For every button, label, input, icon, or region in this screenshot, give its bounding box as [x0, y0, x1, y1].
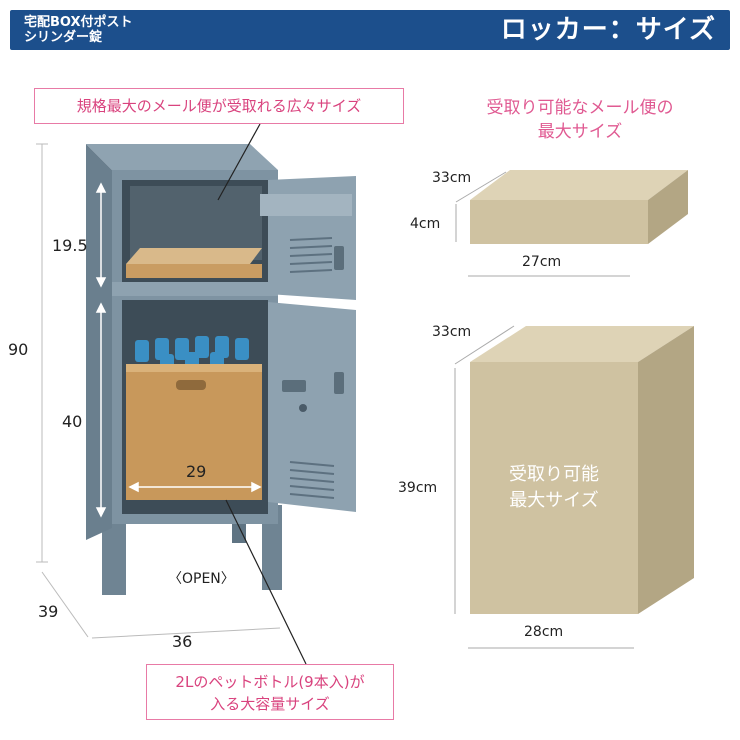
bottom-callout-line2: 入る大容量サイズ [210, 695, 330, 713]
inner-width-label: 29 [186, 462, 207, 481]
mail-height-label: 4cm [410, 216, 441, 232]
parcel-box-label-line2: 最大サイズ [509, 490, 599, 511]
parcel-box-label-line1: 受取り可能 [509, 464, 599, 485]
dimension-guides [36, 143, 281, 639]
open-label: 〈OPEN〉 [168, 571, 235, 587]
width-label: 36 [172, 632, 193, 651]
parcel-box-dimension-lines [454, 325, 634, 649]
mail-size-title: 受取り可能なメール便の 最大サイズ [430, 96, 730, 144]
upper-height-label: 19.5 [52, 236, 88, 255]
depth-label: 39 [38, 602, 59, 621]
mail-size-box [470, 170, 688, 244]
lower-height-label: 40 [62, 412, 83, 431]
mail-depth-label: 33cm [432, 170, 472, 186]
bottom-callout-line1: 2Lのペットボトル(9本入)が [175, 673, 365, 691]
callout-leaders [217, 123, 307, 665]
page-title: ロッカー：サイズ [500, 15, 716, 45]
parcel-width-label: 28cm [524, 624, 564, 640]
bottom-callout: 2Lのペットボトル(9本入)が 入る大容量サイズ [146, 664, 394, 720]
parcel-depth-label: 33cm [432, 324, 472, 340]
top-callout-text: 規格最大のメール便が受取れる広々サイズ [76, 97, 362, 115]
mail-width-label: 27cm [522, 254, 562, 270]
top-callout: 規格最大のメール便が受取れる広々サイズ [34, 88, 404, 124]
mail-size-title-line1: 受取り可能なメール便の [486, 98, 674, 118]
product-name-line1: 宅配BOX付ポスト [24, 15, 133, 30]
locker-cabinet [86, 144, 356, 595]
parcel-height-label: 39cm [398, 480, 438, 496]
header-bar: 宅配BOX付ポスト シリンダー錠 ロッカー：サイズ [10, 10, 730, 50]
parcel-box-label: 受取り可能 最大サイズ [470, 462, 638, 514]
parcel-size-box [470, 326, 694, 614]
mail-box-dimension-lines [455, 171, 630, 277]
product-name-line2: シリンダー錠 [24, 30, 103, 45]
mail-size-title-line2: 最大サイズ [537, 122, 623, 142]
inner-dimension-arrows [95, 182, 262, 518]
total-height-label: 90 [8, 340, 29, 359]
product-name: 宅配BOX付ポスト シリンダー錠 [24, 10, 133, 50]
